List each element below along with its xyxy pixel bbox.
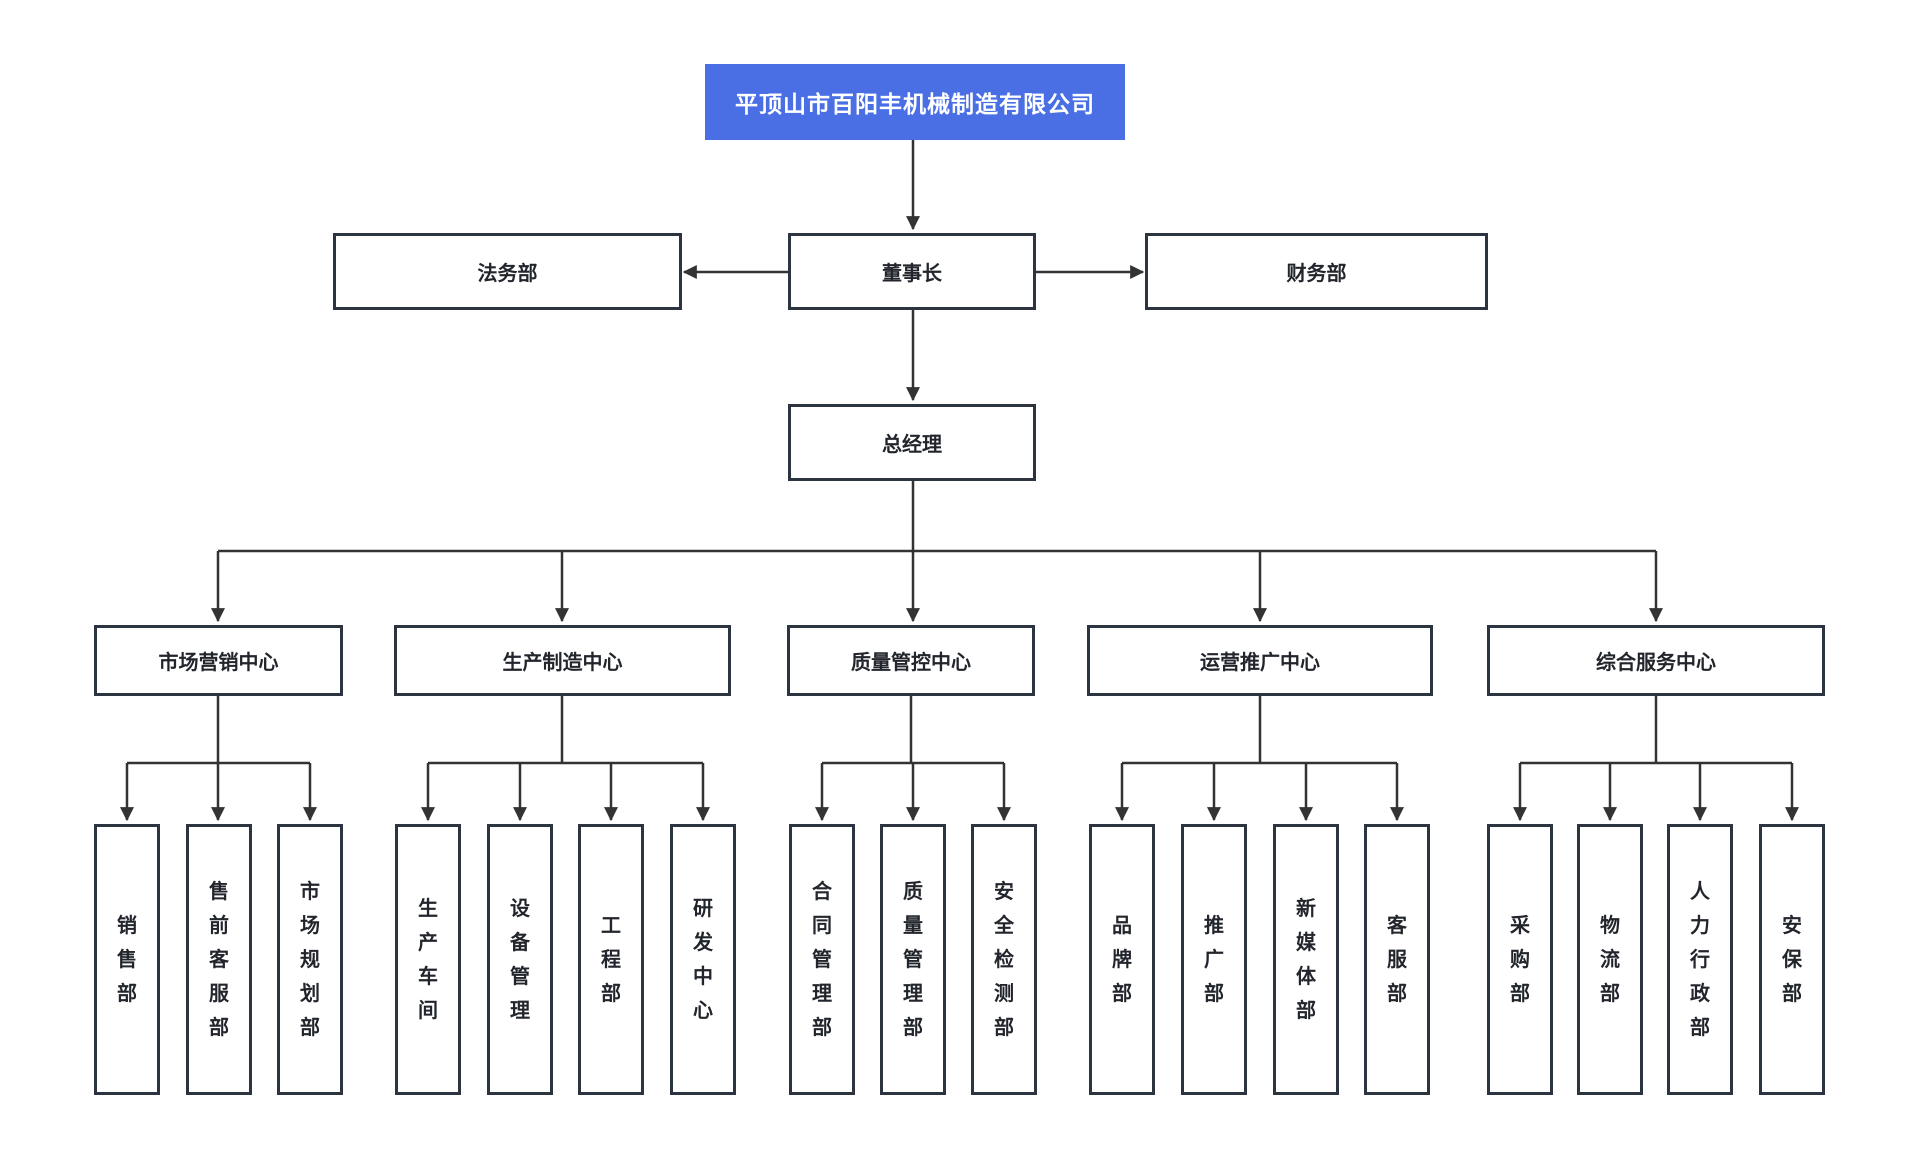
leaf-label: 销售部 (117, 914, 137, 1005)
leaf-label: 工程部 (601, 914, 621, 1005)
leaf-label: 售前客服部 (209, 880, 229, 1039)
org-node-hr-admin-dept: 人力行政部 (1667, 824, 1733, 1095)
org-node-engineering-dept: 工程部 (578, 824, 644, 1095)
org-node-quality-management-dept: 质量管理部 (880, 824, 946, 1095)
org-node-general-manager: 总经理 (788, 404, 1036, 481)
org-node-services-center: 综合服务中心 (1487, 625, 1825, 696)
org-node-sales-dept: 销售部 (94, 824, 160, 1095)
leaf-label: 质量管理部 (903, 880, 923, 1039)
org-node-production-center: 生产制造中心 (394, 625, 731, 696)
org-node-finance-dept: 财务部 (1145, 233, 1488, 310)
org-node-procurement-dept: 采购部 (1487, 824, 1553, 1095)
org-node-production-workshop: 生产车间 (395, 824, 461, 1095)
leaf-label: 安保部 (1782, 914, 1802, 1005)
org-node-logistics-dept: 物流部 (1577, 824, 1643, 1095)
leaf-label: 新媒体部 (1296, 897, 1316, 1022)
org-node-legal-dept: 法务部 (333, 233, 682, 310)
leaf-label: 采购部 (1510, 914, 1530, 1005)
org-node-promotion-dept: 推广部 (1181, 824, 1247, 1095)
org-node-contract-management-dept: 合同管理部 (789, 824, 855, 1095)
leaf-label: 市场规划部 (300, 880, 320, 1039)
org-node-safety-inspection-dept: 安全检测部 (971, 824, 1037, 1095)
leaf-label: 品牌部 (1112, 914, 1132, 1005)
org-node-equipment-management: 设备管理 (487, 824, 553, 1095)
leaf-label: 合同管理部 (812, 880, 832, 1039)
leaf-label: 客服部 (1387, 914, 1407, 1005)
org-node-presales-service-dept: 售前客服部 (186, 824, 252, 1095)
org-node-rnd-center: 研发中心 (670, 824, 736, 1095)
org-node-market-planning-dept: 市场规划部 (277, 824, 343, 1095)
org-node-operations-center: 运营推广中心 (1087, 625, 1433, 696)
org-node-new-media-dept: 新媒体部 (1273, 824, 1339, 1095)
org-node-brand-dept: 品牌部 (1089, 824, 1155, 1095)
org-node-marketing-center: 市场营销中心 (94, 625, 343, 696)
org-node-company: 平顶山市百阳丰机械制造有限公司 (705, 64, 1125, 140)
org-node-security-dept: 安保部 (1759, 824, 1825, 1095)
leaf-label: 物流部 (1600, 914, 1620, 1005)
org-node-customer-service-dept: 客服部 (1364, 824, 1430, 1095)
org-node-quality-center: 质量管控中心 (787, 625, 1035, 696)
leaf-label: 研发中心 (693, 897, 713, 1022)
leaf-label: 推广部 (1204, 914, 1224, 1005)
leaf-label: 安全检测部 (994, 880, 1014, 1039)
leaf-label: 人力行政部 (1690, 880, 1710, 1039)
leaf-label: 生产车间 (418, 897, 438, 1022)
org-node-chairman: 董事长 (788, 233, 1036, 310)
leaf-label: 设备管理 (510, 897, 530, 1022)
